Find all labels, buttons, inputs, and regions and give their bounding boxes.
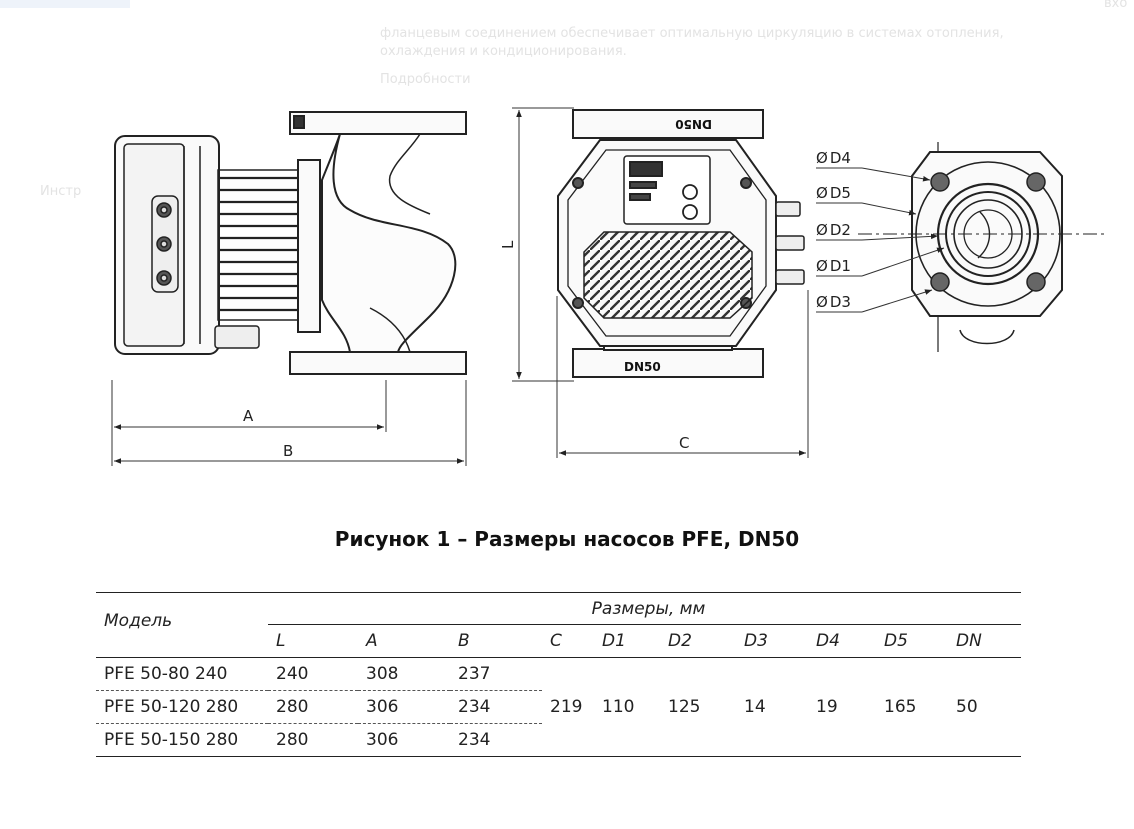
header-d2: D2: [660, 624, 736, 658]
header-c: C: [542, 624, 594, 658]
header-dimensions: Размеры, мм: [268, 592, 1021, 625]
cell-model: PFE 50-80 240: [96, 657, 268, 691]
ghost-top-bar: [0, 0, 130, 8]
front-bottom-flange: [572, 348, 764, 378]
bolt-hole-icon: [930, 172, 1046, 292]
table-row: PFE 50-150 280 280 306 234: [96, 723, 1021, 757]
pump-drawings: A B DN50 DN50: [111, 107, 1108, 466]
leader-lines: [816, 167, 945, 313]
svg-text:ØD5: ØD5: [816, 184, 851, 202]
cell-d1-shared: 110: [594, 657, 660, 757]
svg-text:ØD1: ØD1: [816, 257, 851, 275]
label-d1: D1: [830, 257, 851, 275]
dimensions-table-wrap: Модель Размеры, мм L A B C D1 D2 D3 D4 D…: [96, 592, 1021, 757]
hatched-area: [583, 231, 753, 319]
ghost-corner-text: вхо: [1104, 0, 1128, 11]
flange-view: [858, 142, 1108, 352]
cell-model: PFE 50-120 280: [96, 690, 268, 724]
cell-b: 234: [450, 723, 542, 757]
dim-label-l: L: [499, 240, 517, 249]
table-row: PFE 50-120 280 280 306 234: [96, 690, 1021, 724]
cell-l: 240: [268, 657, 358, 691]
cell-a: 306: [358, 690, 450, 724]
front-view: [557, 109, 805, 378]
cell-l: 280: [268, 723, 358, 757]
label-d5: D5: [830, 184, 851, 202]
cell-c-shared: 219: [542, 657, 594, 757]
cable-gland-icon: [775, 201, 805, 285]
header-d3: D3: [736, 624, 808, 658]
header-d1: D1: [594, 624, 660, 658]
control-button-icon: [682, 204, 698, 220]
dim-label-c: C: [679, 434, 689, 452]
cell-d2-shared: 125: [660, 657, 736, 757]
bottom-flange: [289, 351, 467, 375]
header-a: A: [358, 624, 450, 658]
header-model: Модель: [96, 592, 268, 658]
cell-a: 306: [358, 723, 450, 757]
connector-icon: [151, 195, 179, 293]
diameter-symbol: Ø: [816, 293, 828, 311]
header-b: B: [450, 624, 542, 658]
diameter-symbol: Ø: [816, 257, 828, 275]
cell-l: 280: [268, 690, 358, 724]
cell-b: 234: [450, 690, 542, 724]
top-flange: [289, 111, 467, 135]
flange-label-bottom: DN50: [624, 360, 661, 374]
dim-label-b: B: [283, 442, 293, 460]
cell-d5-shared: 165: [876, 657, 948, 757]
cell-b: 237: [450, 657, 542, 691]
side-view: [114, 111, 467, 375]
front-top-flange: [572, 109, 764, 139]
label-d3: D3: [830, 293, 851, 311]
volute-body: [321, 133, 457, 353]
ghost-link[interactable]: Подробности: [380, 72, 471, 87]
label-d2: D2: [830, 221, 851, 239]
svg-text:ØD2: ØD2: [816, 221, 851, 239]
diameter-symbol: Ø: [816, 221, 828, 239]
dim-label-a: A: [243, 407, 254, 425]
label-d4: D4: [830, 149, 851, 167]
cell-d4-shared: 19: [808, 657, 876, 757]
ghost-side-text: Инстр: [40, 184, 82, 199]
dimensions-table: Модель Размеры, мм L A B C D1 D2 D3 D4 D…: [96, 592, 1021, 757]
control-button-icon: [682, 184, 698, 200]
diameter-symbol: Ø: [816, 149, 828, 167]
cooling-fins: [220, 176, 298, 312]
ghost-text-line1: фланцевым соединением обеспечивает оптим…: [380, 26, 1004, 41]
header-l: L: [268, 624, 358, 658]
diameter-symbol: Ø: [816, 184, 828, 202]
header-d5: D5: [876, 624, 948, 658]
svg-text:ØD3: ØD3: [816, 293, 851, 311]
ghost-text-line2: охлаждения и кондиционирования.: [380, 44, 627, 59]
flange-label-top: DN50: [675, 117, 712, 131]
dimension-lines-ab: [111, 380, 467, 466]
cell-model: PFE 50-150 280: [96, 723, 268, 757]
cell-a: 308: [358, 657, 450, 691]
cell-dn-shared: 50: [948, 657, 1021, 757]
header-d4: D4: [808, 624, 876, 658]
figure-caption: Рисунок 1 – Размеры насосов PFE, DN50: [334, 527, 800, 551]
dimension-lines-lc: [512, 107, 809, 458]
header-dn: DN: [948, 624, 1021, 658]
table-row: PFE 50-80 240 240 308 237 219 110 125 14…: [96, 657, 1021, 757]
svg-text:ØD4: ØD4: [816, 149, 851, 167]
cell-d3-shared: 14: [736, 657, 808, 757]
